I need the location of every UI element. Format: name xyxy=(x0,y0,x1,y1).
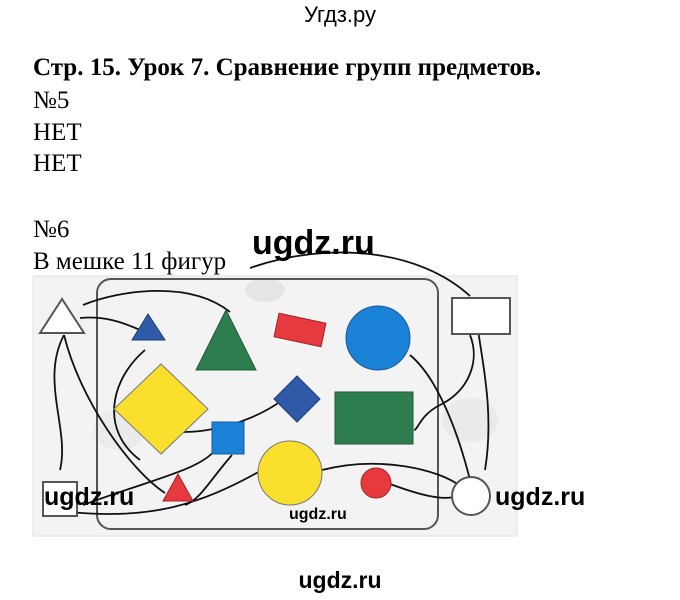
blue-diamond xyxy=(273,375,321,423)
watermark-left: ugdz.ru xyxy=(44,483,135,511)
blue-circle xyxy=(345,305,411,371)
site-title: Угдз.ру xyxy=(303,2,377,27)
task5-answer-2: НЕТ xyxy=(33,150,82,177)
lesson-heading: Стр. 15. Урок 7. Сравнение групп предмет… xyxy=(33,54,542,81)
red-rectangle xyxy=(273,312,327,348)
yellow-circle xyxy=(257,440,323,506)
green-triangle xyxy=(195,308,257,371)
task6-text: В мешке 11 фигур xyxy=(33,248,227,275)
watermark-large: ugdz.ru xyxy=(252,224,375,262)
watermark-bottom: ugdz.ru xyxy=(298,567,382,593)
connecting-lines xyxy=(53,251,490,515)
task5-answer-1: НЕТ xyxy=(33,119,82,146)
white-circle xyxy=(451,476,491,516)
task5-number: №5 xyxy=(33,87,70,114)
task6-number: №6 xyxy=(33,216,70,243)
watermark-right: ugdz.ru xyxy=(495,483,586,511)
white-triangle xyxy=(38,297,86,334)
white-square xyxy=(42,481,78,517)
yellow-diamond xyxy=(113,363,209,455)
watermark-small: ugdz.ru xyxy=(289,506,347,523)
bag-outline xyxy=(96,278,439,530)
blue-square xyxy=(211,421,245,455)
green-rectangle xyxy=(334,391,414,445)
small-blue-triangle xyxy=(131,313,166,341)
red-triangle xyxy=(162,472,194,502)
red-circle xyxy=(360,467,392,499)
white-rectangle xyxy=(451,297,511,335)
